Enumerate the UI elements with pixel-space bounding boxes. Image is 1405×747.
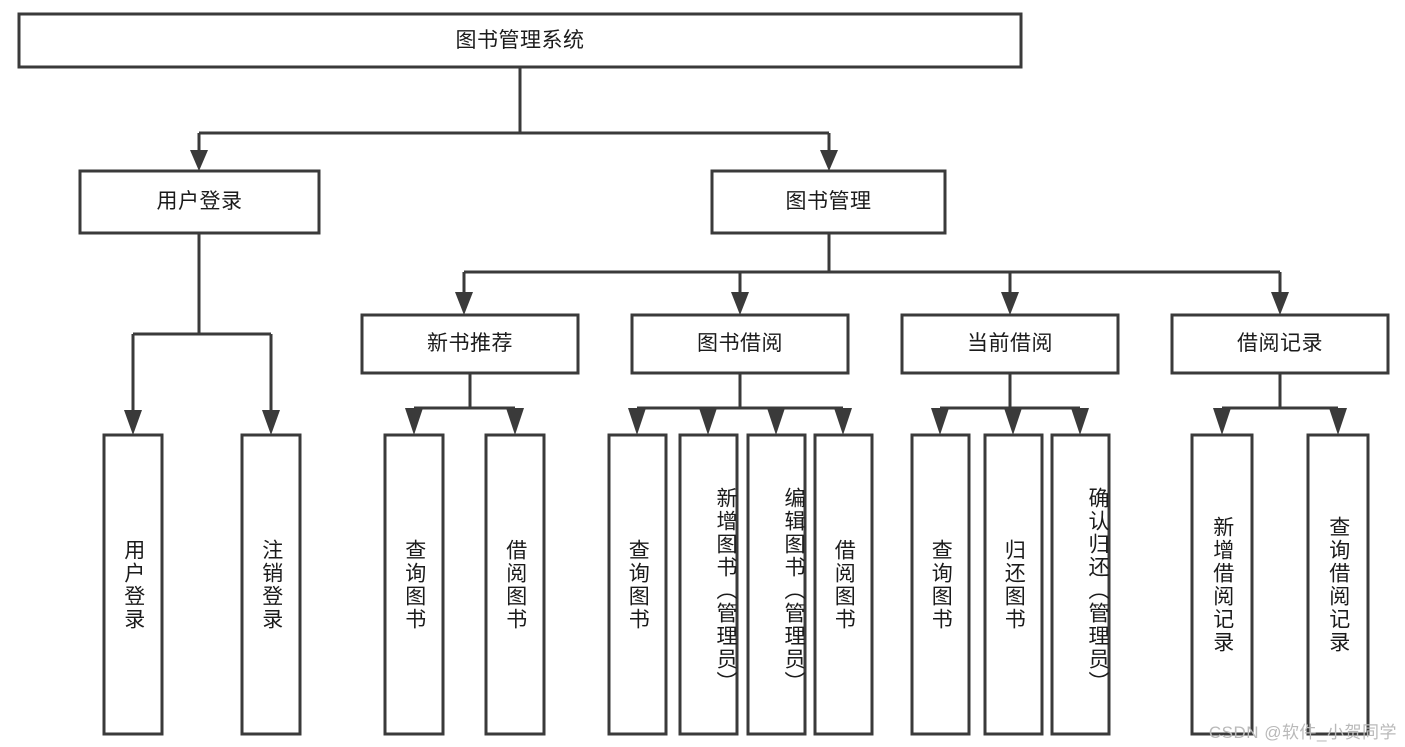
node-borrow-record-box[interactable] [1170, 313, 1390, 375]
connector-current-borrow-to-leaves [931, 373, 1089, 435]
node-leaf-logout-login-box[interactable] [240, 433, 302, 736]
node-leaf-add-borrow-record-box[interactable] [1190, 433, 1254, 736]
node-leaf-edit-book-box[interactable] [746, 433, 807, 736]
connector-root-to-level1 [190, 67, 838, 171]
connector-user-login-to-leaves [124, 233, 280, 435]
node-new-book-recommend-box[interactable] [360, 313, 580, 375]
node-leaf-confirm-return-box[interactable] [1050, 433, 1111, 736]
node-book-borrow-box[interactable] [630, 313, 850, 375]
node-leaf-query-book-3-box[interactable] [910, 433, 971, 736]
watermark-text: CSDN @软件_小贺同学 [1208, 723, 1397, 742]
node-leaf-query-book-2-box[interactable] [607, 433, 668, 736]
node-root-box[interactable] [17, 12, 1023, 69]
node-leaf-query-borrow-record-box[interactable] [1306, 433, 1370, 736]
connector-book-management-to-level2 [455, 233, 1289, 315]
node-leaf-return-book-box[interactable] [983, 433, 1044, 736]
node-book-management-box[interactable] [710, 169, 947, 235]
node-leaf-borrow-book-1-box[interactable] [484, 433, 546, 736]
node-leaf-user-login-box[interactable] [102, 433, 164, 736]
connector-borrow-record-to-leaves [1213, 373, 1347, 435]
node-leaf-query-book-1-box[interactable] [383, 433, 445, 736]
node-leaf-add-book-box[interactable] [678, 433, 739, 736]
connector-new-book-recommend-to-leaves [405, 373, 524, 435]
node-leaf-borrow-book-2-box[interactable] [813, 433, 874, 736]
node-current-borrow-box[interactable] [900, 313, 1120, 375]
node-user-login-box[interactable] [78, 169, 321, 235]
connector-book-borrow-to-leaves [628, 373, 852, 435]
